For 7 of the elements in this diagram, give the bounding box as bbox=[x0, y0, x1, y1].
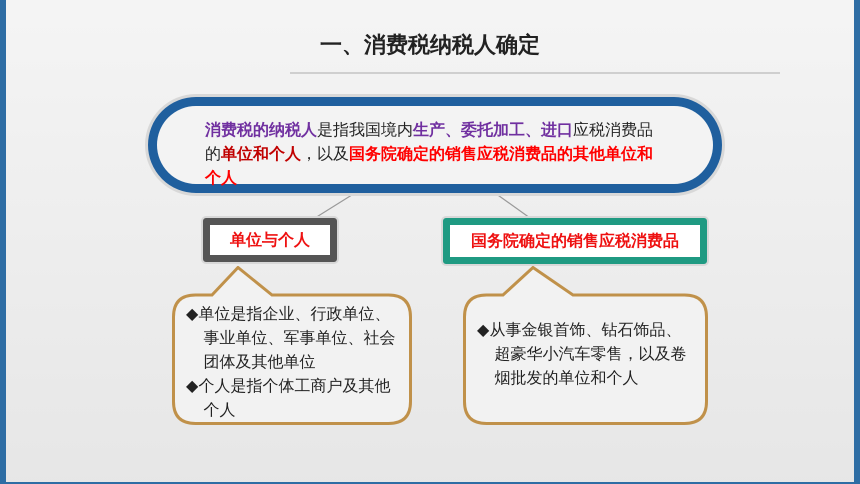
bullet-text: ◆单位是指企业、行政单位、事业单位、军事单位、社会团体及其他单位 bbox=[186, 303, 397, 373]
bullet-text: ◆从事金银首饰、钻石饰品、超豪华小汽车零售，以及卷烟批发的单位和个人 bbox=[477, 319, 688, 389]
bullet-text: ◆个人是指个体工商户及其他个人 bbox=[186, 375, 392, 421]
category-label: 国务院确定的销售应税消费品 bbox=[443, 218, 707, 264]
title: 一、消费税纳税人确定 bbox=[319, 32, 541, 60]
category-label: 单位与个人 bbox=[203, 218, 337, 262]
rounded-text-box: 消费税的纳税人是指我国境内生产、委托加工、进口应税消费品的单位和个人，以及国务院确定的销售应税消费品的其他单位和个人 bbox=[148, 97, 722, 193]
